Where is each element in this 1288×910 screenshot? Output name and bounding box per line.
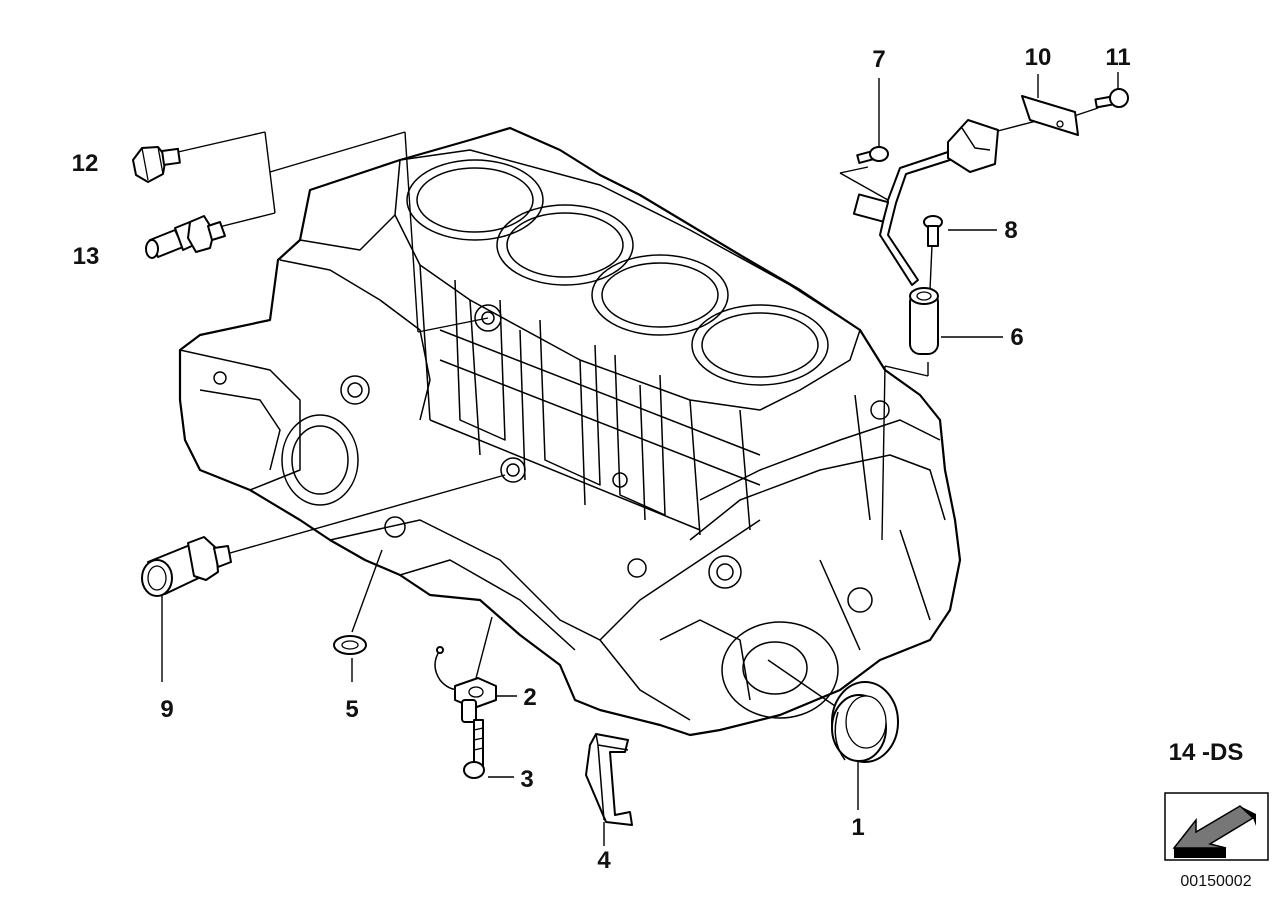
part-12-drain-plug (132, 146, 181, 183)
arrow-icon (1172, 805, 1256, 858)
callout-10: 10 (1025, 44, 1052, 71)
part-13-hose-fitting (145, 215, 226, 259)
callout-1: 1 (851, 814, 864, 841)
callout-9: 9 (160, 696, 173, 723)
part-5-seal-ring (333, 635, 367, 655)
callout-12: 12 (72, 150, 99, 177)
callout-11: 11 (1105, 44, 1130, 71)
callout-8: 8 (1004, 217, 1017, 244)
callout-labels: 1 2 3 4 5 6 7 8 9 10 11 12 13 (72, 44, 1131, 874)
callout-4: 4 (597, 847, 611, 874)
leader-lines (161, 72, 1119, 846)
part-11-bolt (1094, 88, 1129, 109)
part-2-crankshaft-sensor (434, 646, 497, 723)
part-4-bracket-clip (585, 733, 633, 826)
callout-7: 7 (872, 46, 885, 73)
callout-6: 6 (1010, 324, 1023, 351)
part-1-shaft-seal (831, 681, 899, 763)
view-direction-box (1164, 792, 1269, 861)
callout-5: 5 (345, 696, 358, 723)
part-6-oil-pipe (852, 151, 951, 355)
part-7-bolt (856, 146, 889, 164)
callout-3: 3 (520, 766, 533, 793)
part-8-bolt (923, 215, 943, 247)
part-10-holder (947, 95, 1079, 173)
diagram-reference-number: 00150002 (1180, 873, 1251, 890)
callout-13: 13 (73, 243, 100, 270)
part-9-temperature-sensor (141, 536, 232, 597)
callout-2: 2 (523, 684, 536, 711)
engine-block (178, 126, 962, 737)
part-3-bolt (463, 719, 485, 779)
group-code: 14 -DS (1169, 739, 1244, 766)
